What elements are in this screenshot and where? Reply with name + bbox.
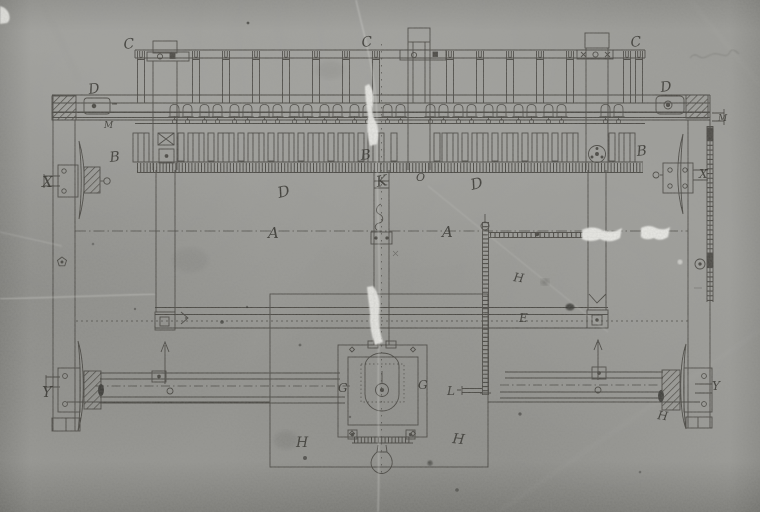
scanned-drawing-photo: C C C D D M M B B B X X D D A A K O H E … bbox=[0, 0, 760, 512]
paper-grain-overlay bbox=[0, 0, 760, 512]
machine-drawing-canvas: C C C D D M M B B B X X D D A A K O H E … bbox=[0, 0, 760, 512]
